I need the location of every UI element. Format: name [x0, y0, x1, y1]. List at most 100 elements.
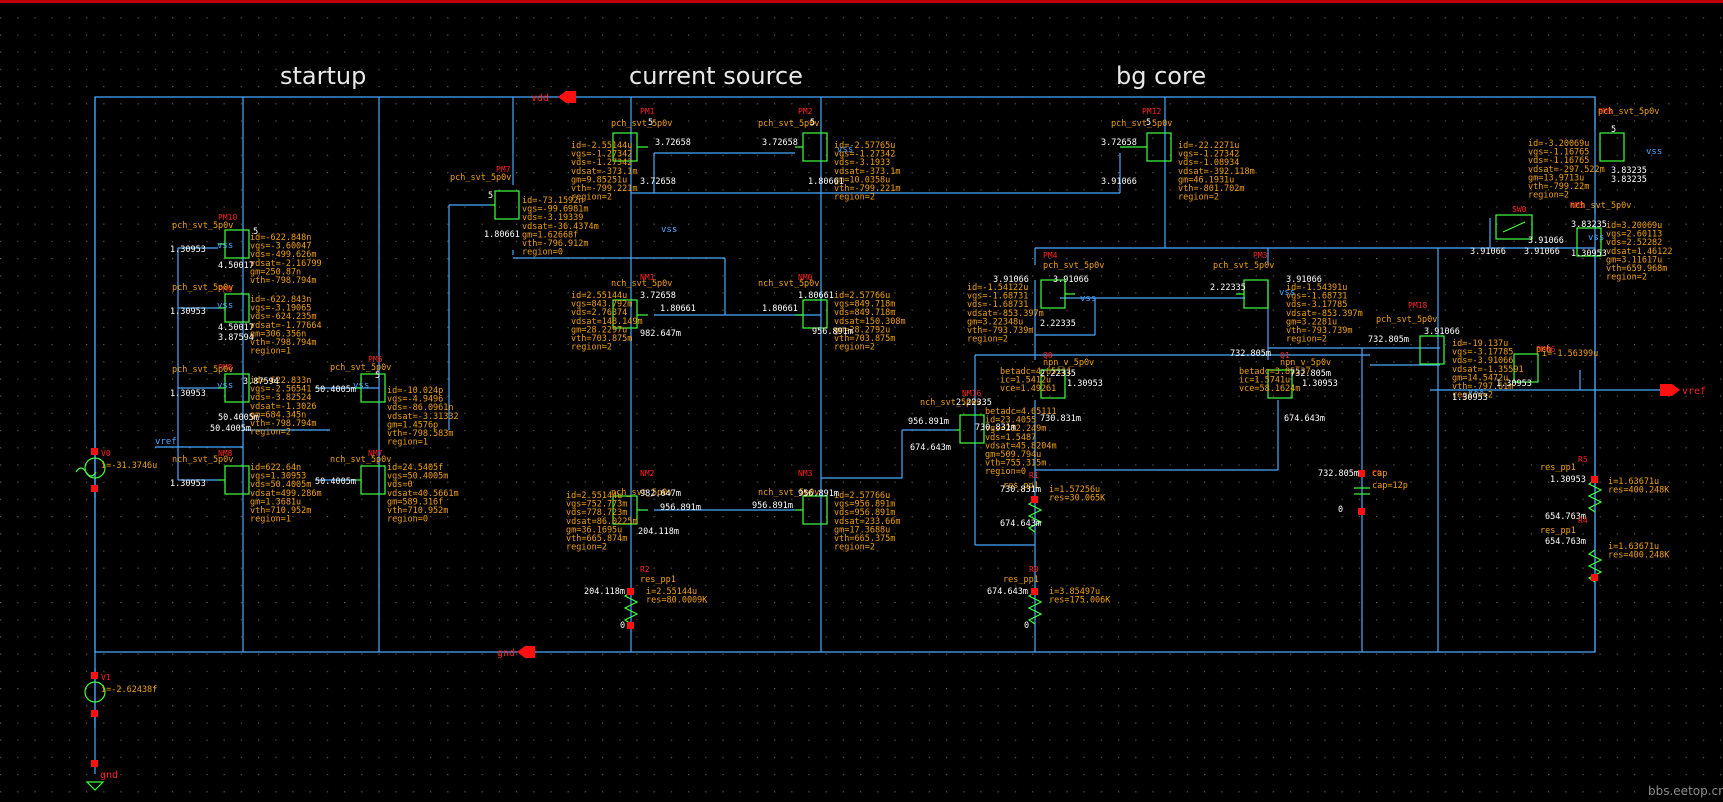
R2-model: res_pp1	[640, 575, 676, 585]
transistor-NM5[interactable]	[1576, 227, 1602, 257]
NM7-op-0: id=24.5405f	[387, 463, 443, 473]
transistor-PM6[interactable]	[355, 373, 386, 403]
NM16-node-2: 674.643m	[910, 443, 951, 453]
R2-name: R2	[640, 565, 650, 574]
PM4-name: PM4	[1043, 251, 1058, 260]
NM5-name: NM5	[1570, 201, 1585, 210]
resistor-R0[interactable]	[1027, 591, 1043, 625]
PM9-op-6: region=1	[250, 347, 291, 357]
Q0-op-2: vce=1.49261	[1000, 384, 1056, 394]
pin-gnd-arrow[interactable]	[517, 646, 535, 658]
transistor-PM5[interactable]	[1599, 132, 1625, 162]
PM12-node-1: 3.72658	[1101, 138, 1137, 148]
NM0-op-4: gm=28.2792u	[834, 325, 890, 335]
NM3-op-2: vds=956.891m	[834, 508, 895, 518]
R4-model: res_pp1	[1540, 526, 1576, 536]
transistor-PM66[interactable]	[1513, 353, 1539, 383]
transistor-NM2[interactable]	[612, 495, 648, 525]
PM3-node-1: 3.91066	[1286, 275, 1322, 285]
pin-vref-in-label: vref	[155, 437, 177, 447]
transistor-NM7[interactable]	[355, 465, 386, 495]
C0-model: cap	[1372, 469, 1387, 479]
NM0-name: NM0	[798, 273, 813, 282]
NM2-op-5: vth=665.874m	[566, 534, 627, 544]
NM2-op-4: gm=36.1695u	[566, 525, 622, 535]
NM0-op-2: vds=849.718m	[834, 308, 895, 318]
pin-vdd-arrow[interactable]	[558, 91, 576, 103]
PM6-node-1: 5	[375, 371, 380, 381]
PM8-node-0: 1.30953	[170, 389, 206, 399]
resistor-R4[interactable]	[1587, 549, 1603, 583]
transistor-NM3[interactable]	[795, 495, 828, 525]
transistor-NM16[interactable]	[955, 414, 985, 444]
source-V1[interactable]	[84, 681, 106, 703]
transistor-PM4[interactable]	[1040, 279, 1075, 309]
transistor-PM1[interactable]	[612, 132, 648, 162]
NM8-model: nch_svt_5p0v	[172, 455, 233, 465]
R5-node-1: 654.763m	[1545, 512, 1586, 522]
transistor-PM9[interactable]	[218, 293, 250, 323]
PM7-op-3: vdsat=-36.4374m	[522, 222, 599, 232]
NM16-node-3: 730.831m	[975, 423, 1016, 433]
switch-SW0[interactable]	[1495, 214, 1533, 240]
R2-node-1: 0	[620, 621, 625, 631]
NM0-node-1: 1.80661	[762, 304, 798, 314]
R5-op-0: i=1.63671u	[1608, 477, 1659, 487]
PM1-model: pch_svt_5p0v	[611, 119, 672, 129]
NM2-op-6: region=2	[566, 543, 607, 553]
NM2-op-1: vgs=752.773m	[566, 500, 627, 510]
R0-op-1: res=175.006K	[1049, 596, 1111, 606]
transistor-PM8[interactable]	[218, 373, 250, 403]
PM1-op-2: vds=-1.27342	[571, 158, 632, 168]
transistor-PM7[interactable]	[490, 190, 520, 220]
PM3-op-0: id=-1.54391u	[1286, 283, 1347, 293]
resistor-R1[interactable]	[1027, 499, 1043, 533]
transistor-NM1[interactable]	[612, 299, 648, 329]
V0-current: i=-31.3746u	[101, 461, 157, 471]
NM3-node-1: 956.891m	[752, 501, 793, 511]
resistor-R5[interactable]	[1587, 479, 1603, 513]
source-V0[interactable]	[75, 457, 106, 479]
transistor-NM8[interactable]	[218, 465, 250, 495]
PM5-op-3: vdsat=-297.522m	[1528, 165, 1605, 175]
NM8-name: NM8	[218, 449, 233, 458]
PM6-name: PM6	[368, 355, 383, 364]
transistor-NM0[interactable]	[795, 299, 828, 329]
vss-label-3: vss	[353, 381, 369, 391]
transistor-PM2[interactable]	[795, 132, 828, 162]
NM5-node-2: 1.30953	[1571, 249, 1607, 259]
R4-node-0: 654.763m	[1545, 537, 1586, 547]
pin-gnd-label: gnd	[497, 648, 515, 659]
NM7-node-0: 50.4005m	[315, 477, 356, 487]
PM2-model: pch_svt_5p0v	[758, 119, 819, 129]
capacitor-C0[interactable]	[1354, 487, 1370, 495]
pin-vref-arrow[interactable]	[1660, 384, 1680, 396]
PM8-model: pch_svt_5p0v	[172, 365, 233, 375]
NM2-op-3: vdsat=86.0225m	[566, 517, 638, 527]
transistor-Q1[interactable]	[1267, 369, 1293, 399]
ground-symbol	[85, 781, 105, 791]
PM12-op-6: region=2	[1178, 193, 1219, 203]
transistor-Q0[interactable]	[1040, 369, 1066, 399]
PM9-op-2: vds=-624.235m	[250, 312, 317, 322]
NM1-op-5: vth=703.875m	[571, 334, 632, 344]
NM16-op-2: vgs=282.249m	[985, 424, 1046, 434]
R4-op-0: i=1.63671u	[1608, 542, 1659, 552]
vss-label-10: vss	[1588, 233, 1604, 243]
transistor-PM3[interactable]	[1236, 279, 1269, 309]
transistor-PM18[interactable]	[1419, 335, 1445, 365]
R5-model: res_pp1	[1540, 463, 1576, 473]
C0-node-0: 732.805m	[1318, 469, 1359, 479]
resistor-R2[interactable]	[623, 591, 639, 625]
PM12-op-0: id=-22.2271u	[1178, 141, 1239, 151]
NM8-node-1: 1.30953	[170, 479, 206, 489]
PM7-name: PM7	[496, 165, 511, 174]
annotation-Q1: Q1npn_v_5p0vbetadc=3.85537ic=1.5741uvce=…	[1239, 351, 1338, 424]
NM2-node-1: 956.891m	[660, 503, 701, 513]
transistor-PM12[interactable]	[1120, 132, 1172, 162]
NM5-node-0: 3.83235	[1571, 220, 1607, 230]
PM4-op-4: gm=3.22348u	[967, 317, 1023, 327]
PM18-op-0: id=-19.137u	[1452, 339, 1508, 349]
transistor-PM10[interactable]	[218, 229, 250, 259]
